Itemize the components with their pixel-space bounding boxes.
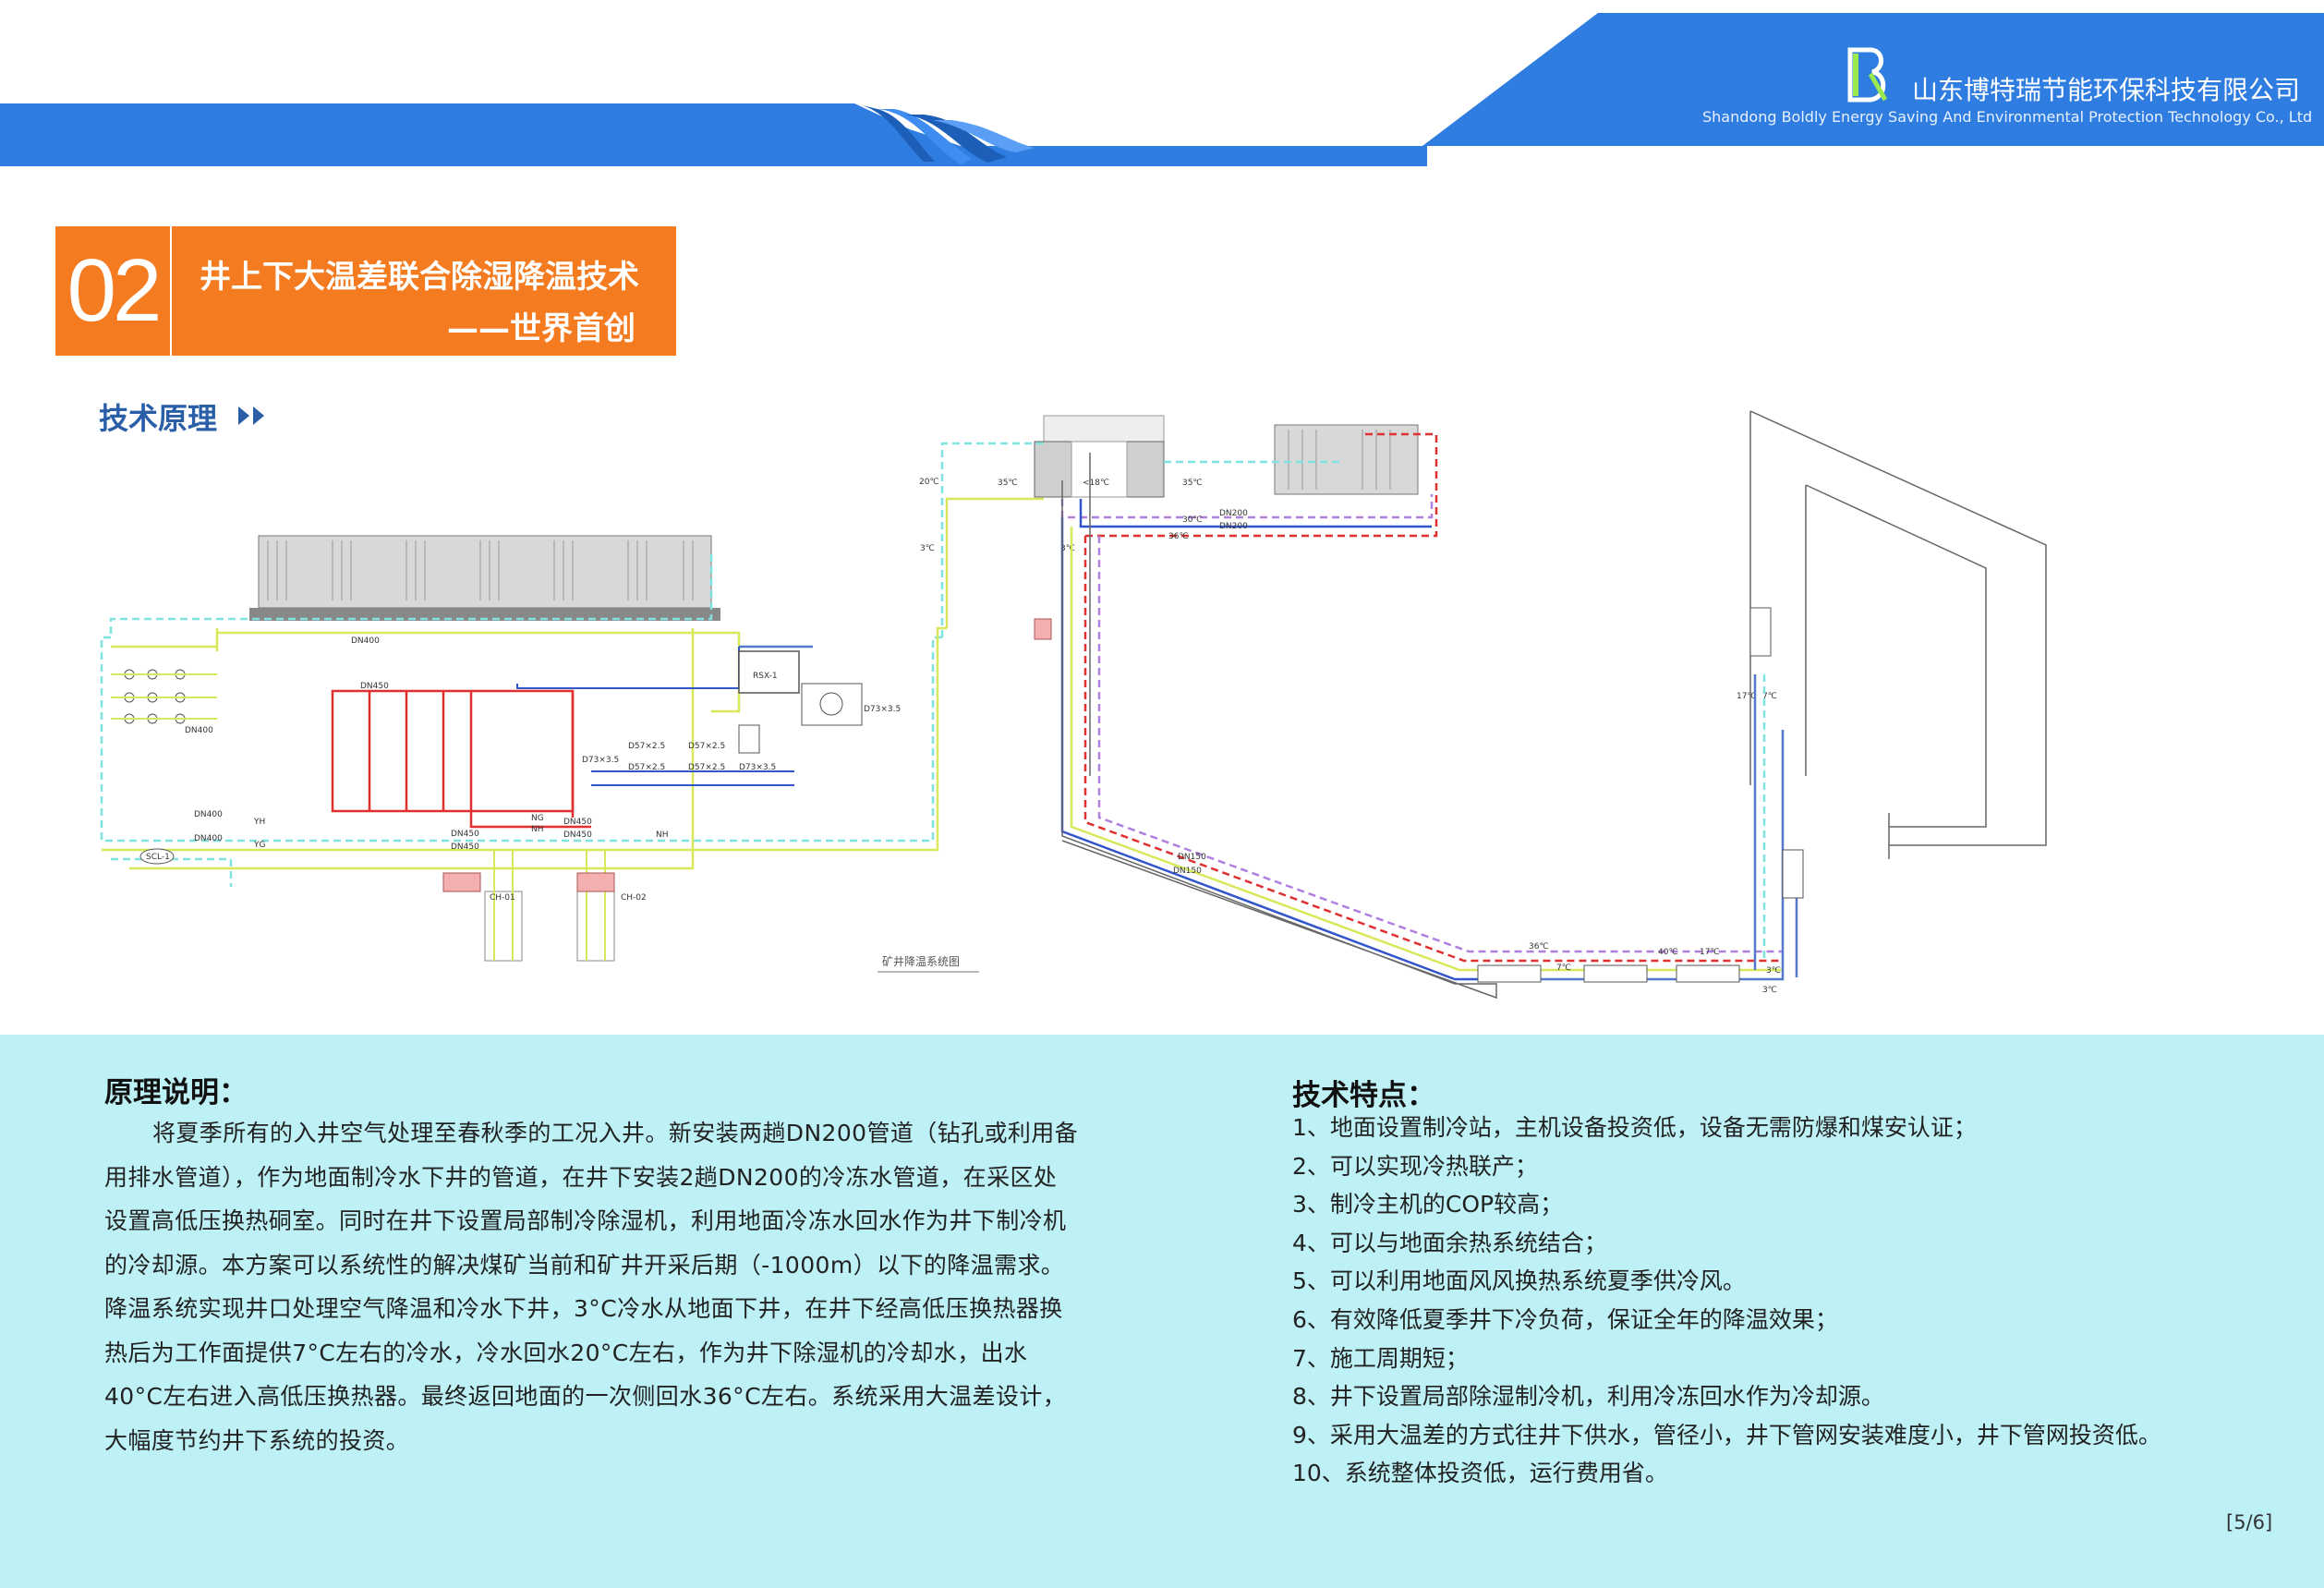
- t3-label-1: 3℃: [920, 544, 935, 553]
- t7-label-1: 7℃: [1762, 692, 1777, 701]
- yh-label: YH: [253, 818, 265, 827]
- t7-label-2: 7℃: [1556, 964, 1571, 973]
- ng-label: NG: [531, 814, 544, 823]
- d57-label-1: D57×2.5: [628, 742, 665, 751]
- list-item: 7、施工周期短；: [1292, 1344, 1469, 1372]
- dn450-label-3: DN450: [451, 842, 479, 852]
- ch1-label: CH-01: [490, 893, 515, 903]
- d57-label-3: D57×2.5: [628, 763, 665, 772]
- dn450-label-1: DN450: [360, 682, 389, 691]
- t17-label-1: 17℃: [1700, 948, 1720, 957]
- d73-label-1: D73×3.5: [864, 705, 901, 714]
- t36-label-2: 36℃: [1529, 942, 1549, 952]
- diagram-caption: 矿井降温系统图: [882, 955, 960, 968]
- t18-label: <18℃: [1083, 479, 1109, 488]
- dn400-label-2: DN400: [185, 726, 213, 735]
- t3-label-3: 3℃: [1766, 966, 1781, 976]
- list-item: 2、可以实现冷热联产；: [1292, 1152, 1538, 1180]
- t20-label: 20℃: [919, 478, 939, 487]
- t36-label-1: 36℃: [1168, 532, 1189, 541]
- d57-label-2: D57×2.5: [688, 742, 725, 751]
- section-title-box: [55, 226, 676, 356]
- list-item: 8、井下设置局部除湿制冷机，利用冷冻回水作为冷却源。: [1292, 1383, 1884, 1411]
- dn450-label-4: DN450: [563, 818, 592, 827]
- d73-label-2: D73×3.5: [582, 756, 619, 765]
- list-item: 3、制冷主机的COP较高；: [1292, 1191, 1564, 1218]
- dn150-label-1: DN150: [1178, 853, 1206, 862]
- d73-label-3: D73×3.5: [739, 763, 776, 772]
- list-item: 5、可以利用地面风风换热系统夏季供冷风。: [1292, 1267, 1746, 1295]
- air-handling-units: [1034, 415, 1165, 498]
- ch2-label: CH-02: [621, 893, 647, 903]
- dn400-label-1: DN400: [351, 636, 380, 646]
- dn400-label-3: DN400: [194, 810, 223, 819]
- nh-label: NH: [531, 825, 544, 834]
- list-item: 9、采用大温差的方式往井下供水，管径小，井下管网安装难度小，井下管网投资低。: [1292, 1421, 2161, 1449]
- tech-features-list: 1、地面设置制冷站，主机设备投资低，设备无需防爆和煤安认证； 2、可以实现冷热联…: [1292, 1109, 2161, 1493]
- t40-label: 40℃: [1658, 948, 1678, 957]
- nh-label-2: NH: [656, 830, 669, 840]
- underground-unit-2: [1782, 849, 1804, 899]
- principle-explanation-heading: 原理说明：: [104, 1076, 248, 1109]
- list-item: 1、地面设置制冷站，主机设备投资低，设备无需防爆和煤安认证；: [1292, 1114, 1977, 1141]
- hx-room-3: [1676, 964, 1740, 983]
- t35-label-2: 35℃: [1182, 479, 1203, 488]
- dn450-label-2: DN450: [451, 830, 479, 839]
- t30-label: 30℃: [1182, 515, 1203, 525]
- principle-explanation-text: 将夏季所有的入井空气处理至春秋季的工况入井。新安装两趟DN200管道（钻孔或利用…: [104, 1120, 1079, 1454]
- scl-unit: [139, 848, 175, 865]
- list-item: 10、系统整体投资低，运行费用省。: [1292, 1460, 1668, 1487]
- water-tank: [738, 724, 760, 754]
- section-subtitle: ——世界首创: [447, 310, 635, 347]
- t3-label-4: 3℃: [1762, 986, 1777, 995]
- dn150-label-2: DN150: [1173, 867, 1202, 876]
- description-panel: [0, 1035, 2324, 1588]
- d57-label-4: D57×2.5: [688, 763, 725, 772]
- list-item: 6、有效降低夏季井下冷负荷，保证全年的降温效果；: [1292, 1305, 1838, 1333]
- principle-heading: 技术原理: [99, 401, 218, 436]
- t3-label-2: 3℃: [1060, 544, 1075, 553]
- t35-label-1: 35℃: [998, 479, 1018, 488]
- tech-features-heading: 技术特点：: [1292, 1079, 1435, 1112]
- top-right-cooling-towers: [1274, 424, 1419, 495]
- double-arrow-icon: [238, 406, 264, 425]
- section-title: 井上下大温差联合除湿降温技术: [200, 259, 639, 296]
- dn450-label-5: DN450: [563, 830, 592, 840]
- section-number: 02: [67, 241, 163, 340]
- mine-cooling-system-diagram: RSX-1 D73×3.5 D73×3.5 D57×2.5 D57×2.5 D5…: [100, 410, 2047, 1000]
- company-name-en: Shandong Boldly Energy Saving And Enviro…: [1702, 108, 2313, 126]
- mine-shaft-outline: [1061, 410, 2047, 1000]
- dn400-label-4: DN400: [194, 834, 223, 843]
- rsx-unit: [738, 650, 800, 694]
- list-item: 4、可以与地面余热系统结合；: [1292, 1229, 1607, 1256]
- yg-label: YG: [253, 841, 265, 850]
- page-number: [5/6]: [2226, 1511, 2273, 1533]
- dn200-label-2: DN200: [1219, 522, 1248, 531]
- hx-room-2: [1583, 964, 1648, 983]
- hx-room-1: [1477, 964, 1542, 983]
- scl-label: SCL-1: [146, 853, 170, 862]
- underground-unit-1: [1749, 607, 1772, 657]
- cooling-tower-bank: [249, 535, 720, 621]
- rsx-label: RSX-1: [753, 672, 778, 681]
- company-name-cn: 山东博特瑞节能环保科技有限公司: [1912, 75, 2301, 105]
- br-logo-icon: [1847, 47, 1888, 103]
- heat-exchanger-unit: [801, 683, 863, 726]
- dn200-label-1: DN200: [1219, 509, 1248, 518]
- section-divider: [170, 226, 172, 356]
- t17-label-2: 17℃: [1737, 692, 1757, 701]
